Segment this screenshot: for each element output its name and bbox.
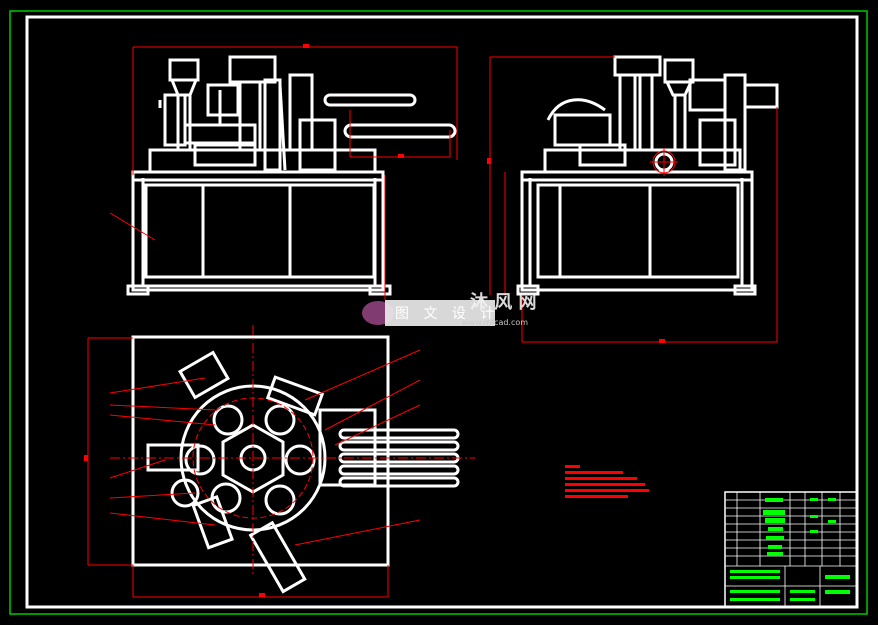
watermark-text: 图 文 设 计 xyxy=(395,306,500,322)
watermark-logo: 沐 风 网 xyxy=(470,292,537,313)
watermark-url: www.mfcad.com xyxy=(462,318,529,327)
inner-frame xyxy=(25,15,859,609)
front-view-dimensions xyxy=(109,46,458,300)
watermark-logo-icon xyxy=(362,300,495,326)
side-view-dimensions xyxy=(489,56,778,343)
top-view-dimensions xyxy=(87,325,475,598)
title-block xyxy=(724,491,858,608)
technical-notes xyxy=(565,465,649,498)
front-view xyxy=(126,55,457,296)
side-view xyxy=(516,55,779,296)
outer-border xyxy=(9,10,868,615)
